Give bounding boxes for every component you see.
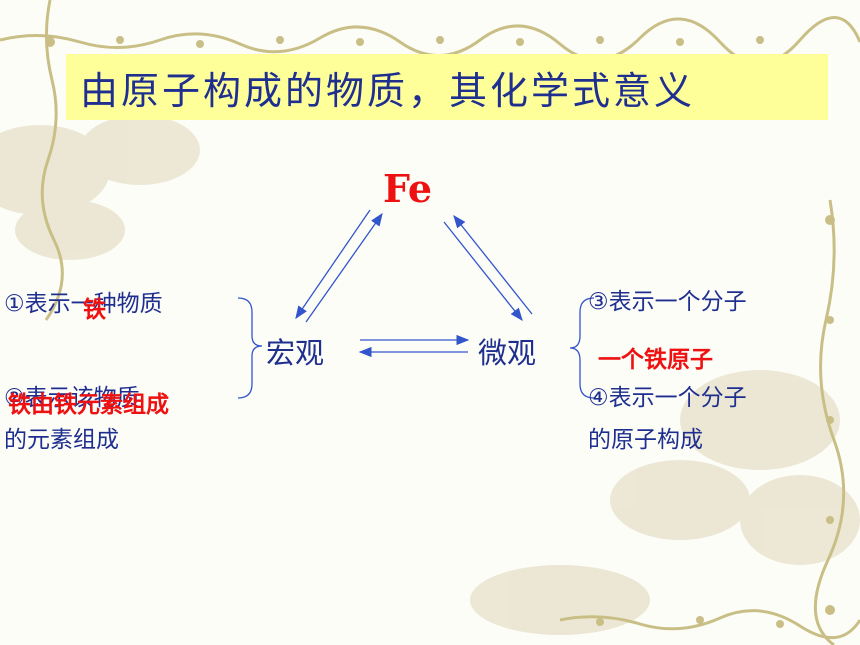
- arrow-fe-to-macro: [295, 209, 371, 320]
- macro-item-1-answer: 铁: [83, 297, 106, 323]
- page-title: 由原子构成的物质，其化学式意义: [80, 68, 696, 113]
- left-brace: [237, 297, 263, 399]
- micro-item-4-line2: 的原子构成: [588, 427, 703, 453]
- macro-item-2-answer: 铁由铁元素组成: [8, 392, 169, 418]
- title-box: 由原子构成的物质，其化学式意义: [66, 54, 828, 120]
- macro-item-2-line2: 的元素组成: [4, 427, 119, 453]
- formula-label: Fe: [383, 166, 433, 211]
- macro-label: 宏观: [266, 336, 325, 370]
- arrow-macro-to-fe: [305, 212, 383, 323]
- micro-item-3-answer: 一个铁原子: [598, 347, 713, 373]
- right-brace: [569, 297, 595, 399]
- micro-label: 微观: [478, 336, 537, 370]
- micro-item-3: ③表示一个分子: [588, 289, 747, 315]
- arrow-micro-to-fe: [453, 214, 533, 315]
- micro-item-4-line1: ④表示一个分子: [588, 385, 747, 411]
- macro-item-1: ①表示一种物质: [4, 291, 163, 317]
- arrow-fe-to-micro: [443, 221, 523, 322]
- macro-item-2-line1: ②表示该物质: [4, 385, 140, 411]
